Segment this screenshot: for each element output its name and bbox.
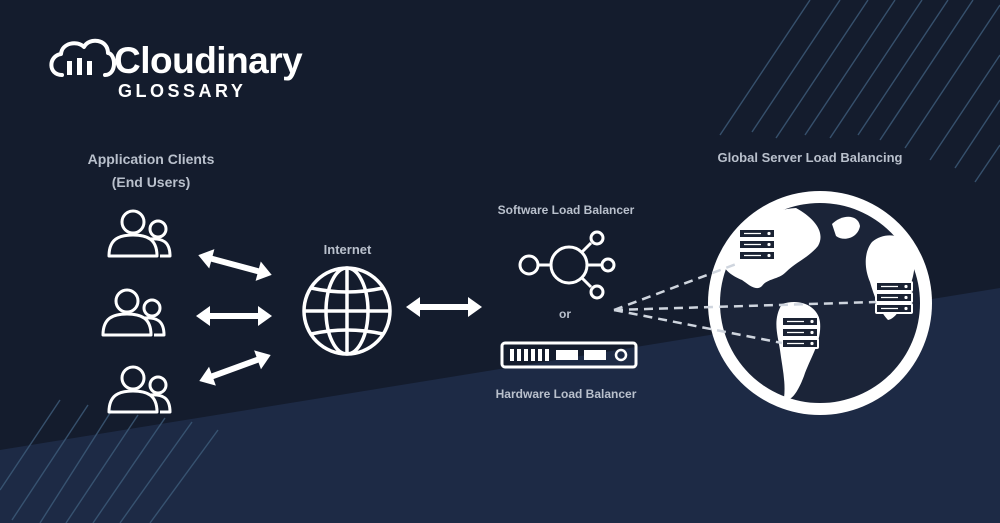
gslb-label: Global Server Load Balancing (717, 150, 903, 165)
server-icon (875, 281, 913, 314)
brand-name: Cloudinary (114, 40, 303, 81)
decorative-stripes-bottom (0, 399, 219, 523)
cloud-bars-logo-icon (49, 38, 116, 77)
brand-subtitle: GLOSSARY (118, 81, 247, 101)
separator-or-label: or (559, 307, 571, 321)
clients-title: Application Clients (87, 151, 215, 167)
internet-label: Internet (323, 242, 372, 257)
earth-globe-icon (613, 191, 932, 415)
globe-grid-icon (302, 266, 392, 356)
server-icon (781, 316, 819, 349)
server-icon (738, 228, 776, 261)
hardware-load-balancer-label: Hardware Load Balancer (495, 387, 637, 401)
distribution-lines (613, 261, 877, 345)
clients-subtitle: (End Users) (111, 174, 191, 190)
decorative-stripes-top (719, 0, 1000, 183)
hub-nodes-icon (518, 230, 616, 300)
rack-server-icon (500, 341, 638, 369)
software-load-balancer-label: Software Load Balancer (497, 203, 635, 217)
